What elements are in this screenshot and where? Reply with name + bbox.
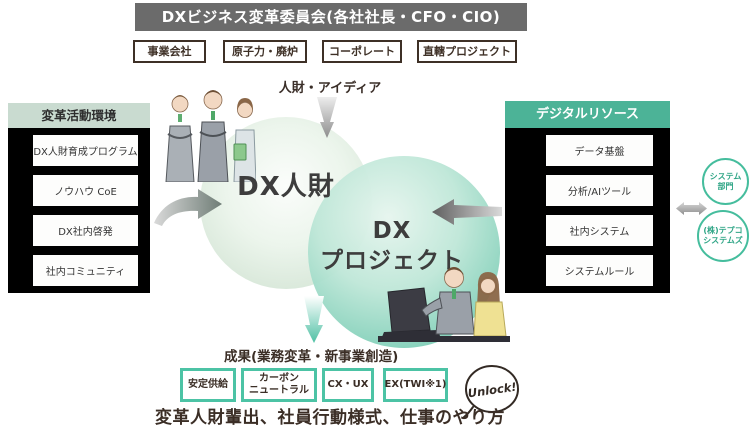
outcome-box-stable-supply: 安定供給: [180, 368, 236, 402]
dx-talent-label: DX人財: [237, 172, 335, 202]
unlock-bubble: Unlock!: [463, 365, 519, 418]
outcome-title: 成果(業務変革・新事業創造): [224, 349, 399, 365]
outcome-box-ex-twi: EX(TWI※1): [383, 368, 448, 402]
dx-project-label-line2: プロジェクト: [320, 248, 464, 274]
right-panel-item-data: データ基盤: [546, 135, 653, 166]
system-division-line2: 部門: [717, 181, 734, 191]
footer-note: 変革人財輩出、社員行動様式、仕事のやり方: [155, 408, 505, 428]
working-people-illustration: [378, 267, 510, 342]
committee-group-nuclear: 原子力・廃炉: [223, 40, 307, 63]
left-panel-item-program: DX人財育成プログラム: [33, 135, 138, 166]
system-division-line1: システム: [709, 171, 742, 181]
digital-resources-panel: デジタルリソース データ基盤 分析/AIツール 社内システム システムルール: [505, 101, 670, 293]
committee-group-business: 事業会社: [133, 40, 206, 63]
left-panel-item-awareness: DX社内啓発: [33, 215, 138, 246]
committee-title: DXビジネス変革委員会(各社社長・CFO・CIO): [135, 3, 527, 31]
right-panel-item-ai-tools: 分析/AIツール: [546, 175, 653, 206]
input-label: 人財・アイディア: [278, 81, 382, 96]
tepco-systems-circle: (株)テプコ システムズ: [697, 210, 749, 262]
committee-group-direct-project: 直轄プロジェクト: [417, 40, 517, 63]
right-panel-title: デジタルリソース: [505, 101, 670, 128]
unlock-label: Unlock!: [467, 380, 518, 401]
right-panel-item-system-rules: システムルール: [546, 255, 653, 286]
outcome-box-carbon-neutral: カーボン ニュートラル: [241, 368, 317, 402]
left-panel-item-community: 社内コミュニティ: [33, 255, 138, 286]
business-people-illustration: [165, 90, 256, 182]
committee-group-corporate: コーポレート: [322, 40, 402, 63]
left-panel-title: 変革活動環境: [8, 103, 150, 128]
tepco-systems-line1: (株)テプコ: [703, 226, 743, 235]
dx-project-label: DX プロジェクト: [296, 216, 488, 276]
arrow-down-icon: [317, 97, 337, 138]
system-division-circle: システム 部門: [702, 158, 749, 205]
right-panel-item-internal-systems: 社内システム: [546, 215, 653, 246]
left-panel-item-knowhow: ノウハウ CoE: [33, 175, 138, 206]
arrow-into-circle-left-icon: [154, 189, 222, 226]
arrow-into-circle-right-icon: [432, 199, 502, 225]
transformation-environment-panel: 変革活動環境 DX人財育成プログラム ノウハウ CoE DX社内啓発 社内コミュ…: [8, 103, 150, 293]
arrow-down-outcome-icon: [304, 296, 324, 343]
double-arrow-icon: [676, 202, 707, 215]
dx-project-label-line1: DX: [372, 218, 412, 244]
tepco-systems-line2: システムズ: [703, 236, 743, 245]
outcome-box-cx-ux: CX・UX: [322, 368, 374, 402]
